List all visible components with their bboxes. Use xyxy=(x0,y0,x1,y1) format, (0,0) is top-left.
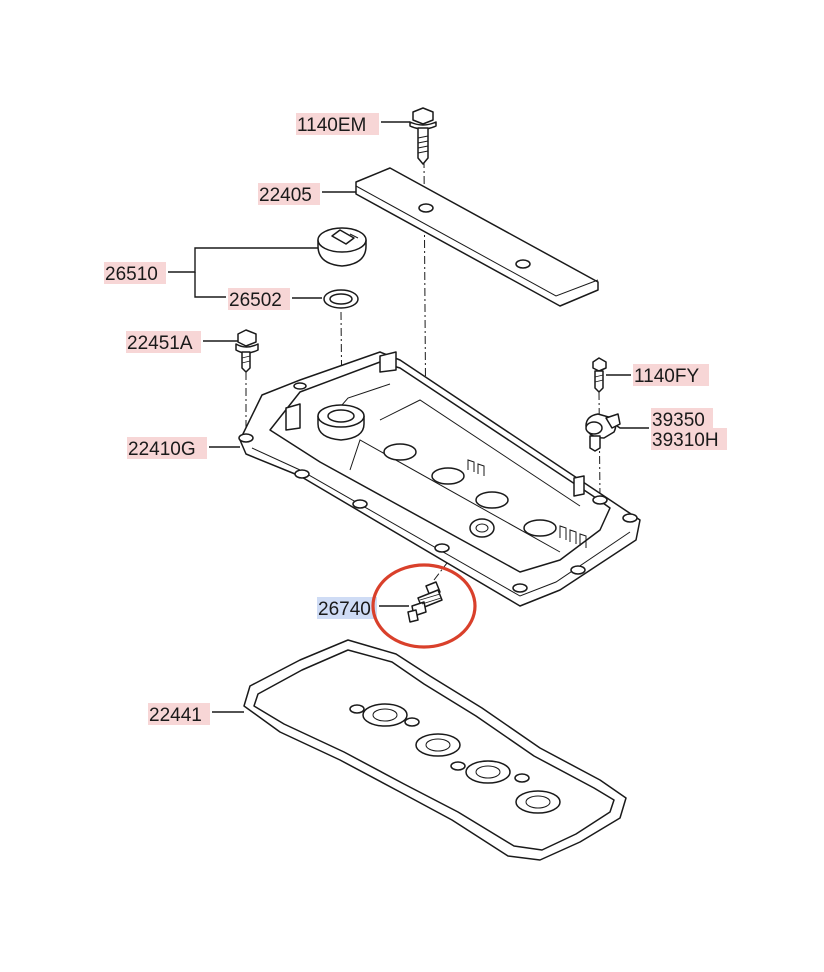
part-label-26740[interactable]: 26740 xyxy=(318,599,371,620)
bolt-1140em[interactable] xyxy=(409,107,437,165)
part-label-39350[interactable]: 39350 xyxy=(652,410,705,431)
pcv-valve-26740[interactable] xyxy=(407,581,443,623)
label-bg-22441 xyxy=(148,703,210,725)
label-bg-39310h xyxy=(651,428,727,450)
label-bg-1140em xyxy=(296,113,379,135)
label-bg-26510 xyxy=(104,262,166,284)
part-label-1140em[interactable]: 1140EM xyxy=(297,115,366,136)
label-bg-22405 xyxy=(258,183,320,205)
part-label-26502[interactable]: 26502 xyxy=(229,290,282,311)
oil-filler-cap-26510[interactable] xyxy=(317,227,367,267)
label-bg-26740 xyxy=(317,597,377,619)
part-label-1140fy[interactable]: 1140FY xyxy=(634,366,699,387)
cover-gasket-22441[interactable] xyxy=(243,639,627,861)
label-bg-39350 xyxy=(651,408,713,430)
part-label-22405[interactable]: 22405 xyxy=(259,185,312,206)
camshaft-sensor-39350[interactable] xyxy=(585,413,621,452)
part-label-22410g[interactable]: 22410G xyxy=(128,439,196,460)
cap-gasket-26502[interactable] xyxy=(323,289,359,309)
label-bg-1140fy xyxy=(633,364,709,386)
selection-circle xyxy=(371,563,477,649)
label-bg-22451a xyxy=(126,331,201,353)
part-label-22451a[interactable]: 22451A xyxy=(127,333,193,354)
bolt-22451a[interactable] xyxy=(235,329,259,373)
leader-26510-branch xyxy=(194,272,226,298)
bracket-22405[interactable] xyxy=(355,167,599,307)
bolt-1140fy[interactable] xyxy=(592,357,607,393)
leader-26510 xyxy=(168,247,318,273)
part-label-39310h[interactable]: 39310H xyxy=(652,430,719,451)
label-bg-26502 xyxy=(228,288,290,310)
cylinder-head-cover-22410g[interactable] xyxy=(238,351,641,607)
part-label-26510[interactable]: 26510 xyxy=(105,264,158,285)
part-label-22441[interactable]: 22441 xyxy=(149,705,202,726)
label-bg-22410g xyxy=(127,437,207,459)
